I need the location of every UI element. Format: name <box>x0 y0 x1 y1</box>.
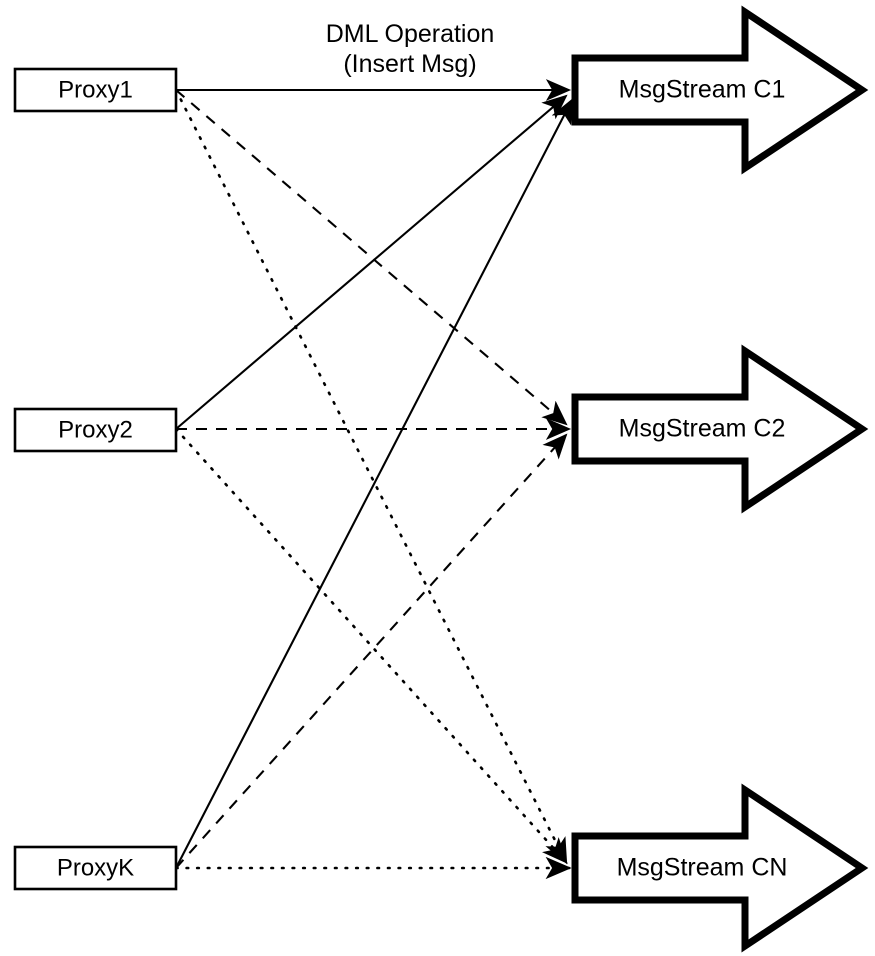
edge-caption-line1: DML Operation <box>326 20 495 48</box>
edge-proxy1-to-msgstream-c2 <box>175 89 568 426</box>
msgstream-node-c1[interactable]: MsgStream C1 <box>571 5 869 175</box>
proxy-box-rect <box>13 845 178 891</box>
proxy-node-proxy2[interactable]: Proxy2 <box>13 407 178 453</box>
edge-proxyk-to-msgstream-c2 <box>175 433 568 869</box>
edges-layer <box>174 79 573 880</box>
msgstream-node-cn[interactable]: MsgStream CN <box>571 783 869 953</box>
msgstream-node-c2[interactable]: MsgStream C2 <box>571 344 869 514</box>
proxy-label: ProxyK <box>57 854 134 881</box>
proxy-nodes-layer: Proxy1 Proxy2 ProxyK <box>13 67 178 891</box>
proxy-label: Proxy2 <box>58 416 133 443</box>
msgstream-label: MsgStream C1 <box>619 76 786 104</box>
block-arrow-shape <box>571 783 869 953</box>
proxy-box-rect <box>13 67 178 113</box>
edge-proxyk-to-msgstream-c1 <box>175 98 573 869</box>
edge-caption-line2: (Insert Msg) <box>343 50 476 78</box>
msgstream-nodes-layer: MsgStream C1 MsgStream C2 MsgStream CN <box>571 5 869 953</box>
proxy-box-rect <box>13 407 178 453</box>
edge-proxy1-to-msgstream-cn <box>174 88 568 865</box>
msgstream-label: MsgStream CN <box>617 854 788 882</box>
block-arrow-shape <box>571 344 869 514</box>
edge-caption-group: DML Operation (Insert Msg) <box>326 20 495 78</box>
proxy-node-proxyk[interactable]: ProxyK <box>13 845 178 891</box>
proxy-node-proxy1[interactable]: Proxy1 <box>13 67 178 113</box>
block-arrow-shape <box>571 5 869 175</box>
edge-proxy2-to-msgstream-cn <box>174 427 568 864</box>
msgstream-label: MsgStream C2 <box>619 415 786 443</box>
proxy-label: Proxy1 <box>58 76 133 103</box>
edge-proxy2-to-msgstream-c1 <box>175 94 568 430</box>
